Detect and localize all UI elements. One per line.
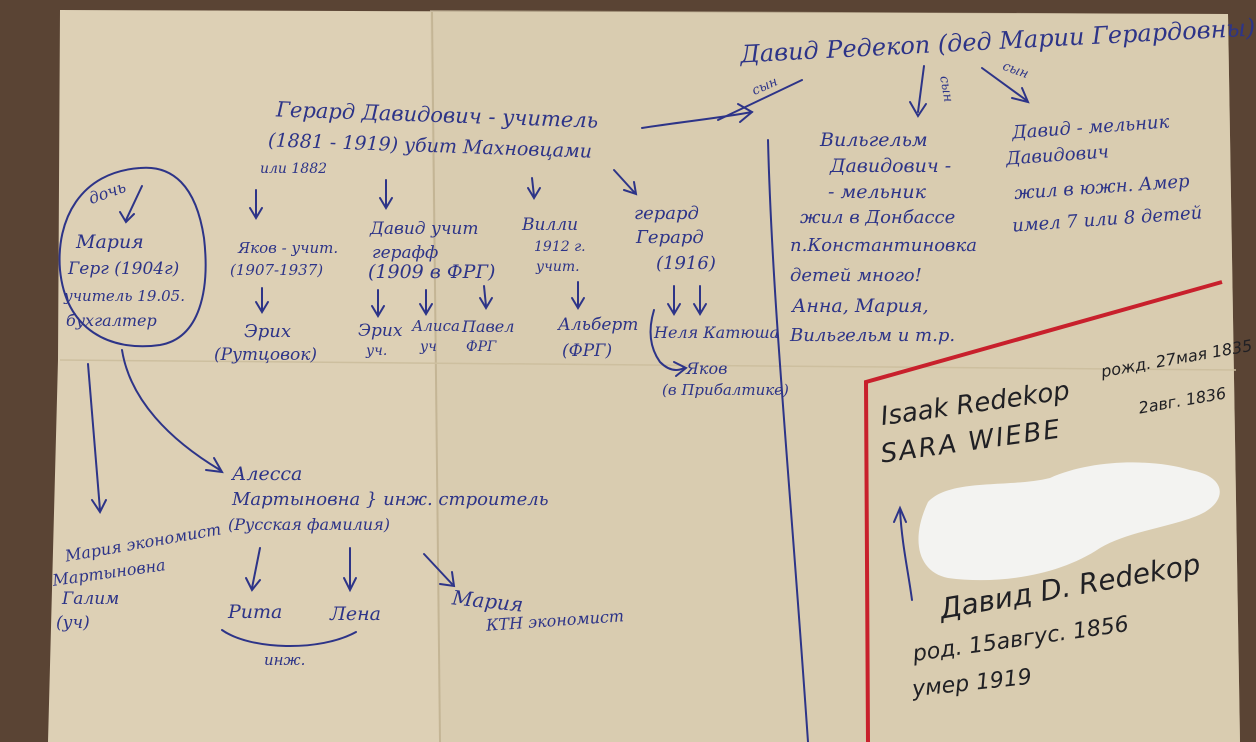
rita-label: Рита [228,601,283,623]
maria-line-3: учитель 19.05. [64,287,185,305]
maria-line-1: Мария [76,231,144,253]
david3-line-3: (1909 в ФРГ) [368,261,496,283]
albert-line-2: (ФРГ) [562,341,613,361]
erich1-line-1: Эрих [244,321,292,342]
alisa-line-2: уч [420,339,437,355]
maria2-line-3: Галим [62,589,120,609]
yakov2-line-1: Яков [686,359,728,378]
david3-line-1: Давид учит [370,219,479,239]
alessa-line-2: Мартыновна } инж. строитель [232,489,549,510]
willi-line-3: учит. [536,259,580,275]
pavel-line-1: Павел [462,317,515,336]
gerhard2-line-3: (1916) [656,253,716,274]
alisa-line-1: Алиса [412,317,460,335]
jakob-line-1: Яков - учит. [238,239,339,257]
willi-line-2: 1912 г. [534,239,586,255]
wilhelm-line-5: п.Константиновка [790,235,977,256]
pavel-line-2: ФРГ [466,339,497,355]
jakob-line-2: (1907-1937) [230,261,324,279]
wilhelm-line-8: Вильгельм и т.р. [790,325,956,346]
lena-label: Лена [330,603,381,625]
alessa-line-3: (Русская фамилия) [228,515,390,534]
maria2-line-4: (уч) [56,613,90,633]
wilhelm-line-3: - мельник [828,181,926,203]
wilhelm-line-4: жил в Донбассе [800,207,956,228]
inzh-label: инж. [264,651,306,669]
willi-line-1: Вилли [522,215,579,235]
gerhard2-line-1: герард [634,203,699,224]
erich2-line-2: уч. [366,343,388,359]
wilhelm-line-1: Вильгельм [820,129,928,151]
wilhelm-line-2: Давидович - [830,155,952,177]
gerhard2-line-2: Герард [636,227,704,248]
erich2-line-1: Эрих [358,321,403,341]
maria-line-2: Герг (1904г) [68,259,180,279]
white-patch [918,462,1220,581]
albert-line-1: Альберт [558,315,639,335]
gerhard-line-3: или 1882 [260,161,328,177]
erich1-line-2: (Рутцовок) [214,345,318,365]
maria-line-4: бухгалтер [66,311,157,330]
david3-line-2: герафф [372,243,439,263]
alessa-line-1: Алесса [232,463,303,485]
yakov2-line-2: (в Прибалтике) [662,381,789,399]
nelya-katya: Неля Катюша [654,323,780,342]
wilhelm-line-6: детей много! [790,265,922,286]
wilhelm-line-7: Анна, Мария, [792,295,929,317]
